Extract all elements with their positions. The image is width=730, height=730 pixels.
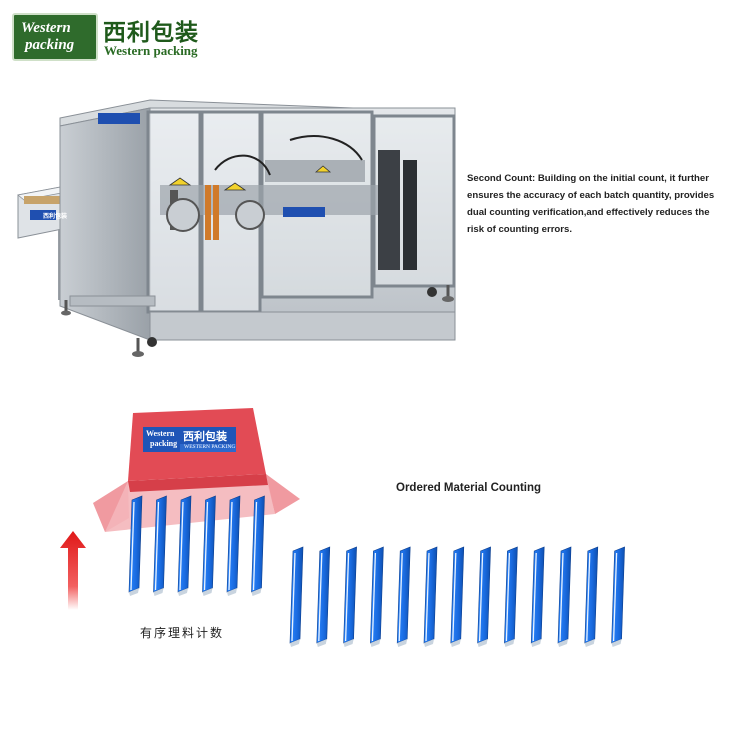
box-label-en1: Western [146, 429, 175, 438]
queue-stick-13 [611, 546, 625, 647]
logo-en-line2: packing [25, 37, 75, 53]
queue-stick-1 [289, 546, 304, 647]
logo-en-subtitle: Western packing [104, 43, 198, 58]
description-text: Second Count: Building on the initial co… [467, 173, 715, 235]
packing-machine [17, 99, 456, 357]
box-stick-4 [202, 495, 216, 596]
queue-stick-2 [316, 546, 331, 647]
queue-stick-6 [423, 546, 438, 647]
box-label-badge [143, 427, 180, 452]
machine-blue-label [30, 210, 56, 220]
queue-stick-11 [557, 546, 572, 647]
up-arrow-icon [60, 531, 86, 610]
box-stick-6 [251, 495, 265, 596]
box-label-sub: WESTERN PACKING [184, 444, 236, 450]
logo-cn-text: 西利包装 [103, 20, 199, 46]
queue-items [289, 546, 625, 647]
queue-stick-3 [343, 546, 357, 647]
queue-stick-8 [477, 546, 491, 647]
cn-caption: 有序理料计数 [140, 626, 225, 640]
box-label-cn: 西利包装 [183, 430, 227, 443]
queue-stick-5 [396, 546, 411, 647]
box-stick-5 [226, 495, 241, 596]
box-stick-2 [153, 495, 167, 596]
logo-en-line1: Western [21, 20, 71, 36]
queue-stick-7 [450, 546, 465, 647]
queue-stick-9 [504, 546, 518, 647]
box-stick-3 [177, 495, 192, 596]
queue-stick-4 [370, 546, 384, 647]
brand-logo: Western packing [12, 13, 98, 61]
section-title: Ordered Material Counting [396, 482, 542, 494]
packing-box [93, 408, 300, 532]
machine-plate-cn: 西利包装 [43, 213, 68, 220]
queue-stick-12 [584, 546, 599, 647]
queue-stick-10 [530, 546, 545, 647]
box-label-en2: packing [150, 439, 178, 448]
in-box-items [128, 495, 265, 596]
box-stick-1 [128, 495, 143, 596]
